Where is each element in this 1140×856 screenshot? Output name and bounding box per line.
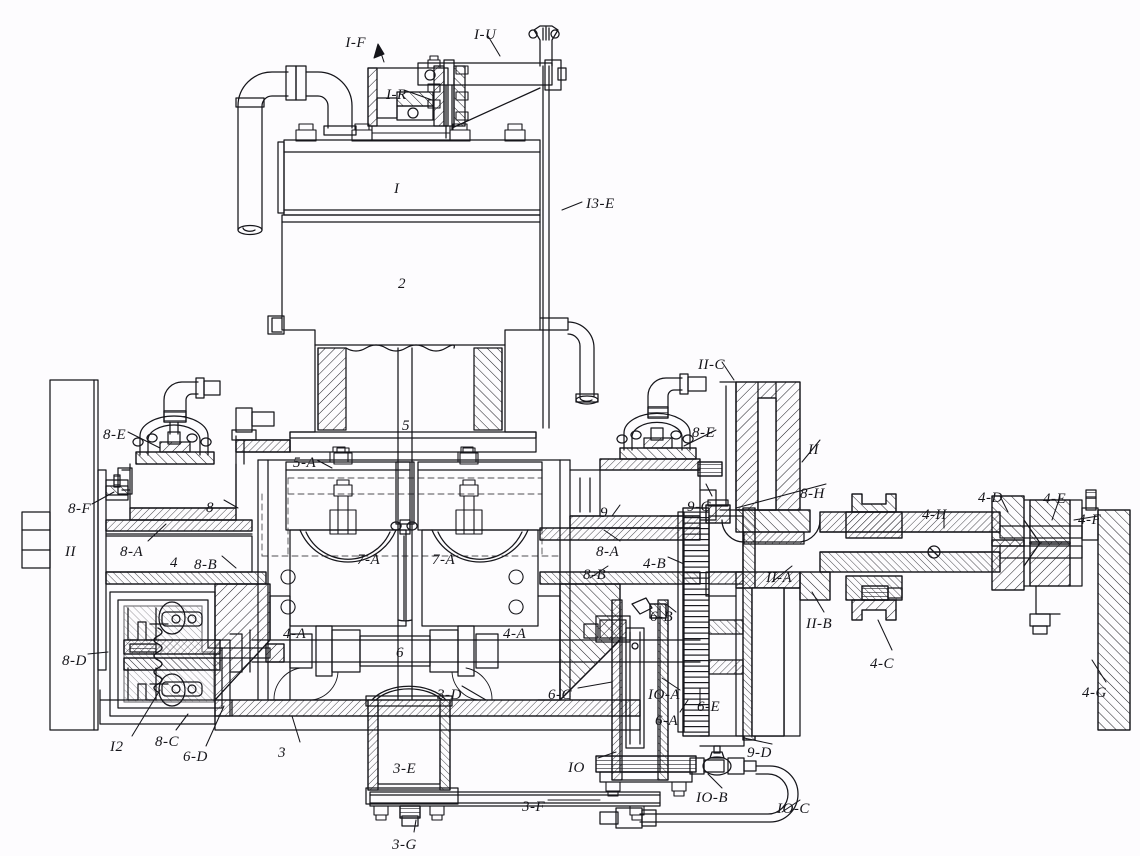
callout-label-3-f: 3-F <box>522 799 546 815</box>
mounting-plate-II <box>21 379 107 731</box>
callout-label-4-f: 4-F <box>1078 512 1102 528</box>
callout-label-5: 5 <box>402 418 410 434</box>
callout-label-4-h: 4-H <box>922 507 947 523</box>
callout-label-8-f: 8-F <box>68 501 92 517</box>
callout-label-8-e-right: 8-E <box>692 425 716 441</box>
callout-label-10-a: IO-A <box>648 687 680 703</box>
callout-label-1: I <box>394 181 400 197</box>
cylinder-block <box>257 447 571 701</box>
callout-label-11-c: II-C <box>698 357 725 373</box>
callout-label-6-a: 6-A <box>655 713 679 729</box>
callout-label-4-a-left: 4-A <box>283 626 307 642</box>
lift-rod-13E <box>542 65 550 429</box>
callout-label-6-c: 6-C <box>548 687 572 703</box>
callout-label-13-e: I3-E <box>586 196 615 212</box>
water-jacket-9 <box>569 469 701 529</box>
callout-label-8-a-right: 8-A <box>596 544 620 560</box>
callout-label-8-b-right: 8-B <box>583 567 607 583</box>
callout-label-8-c: 8-C <box>155 734 179 750</box>
callout-label-9-d: 9-D <box>747 745 772 761</box>
pump-casing-9D <box>699 735 745 747</box>
callout-label-8-e-left: 8-E <box>103 427 127 443</box>
callout-label-8: 8 <box>206 500 214 516</box>
callout-label-4: 4 <box>170 555 178 571</box>
inlet-pipe-assembly <box>235 65 357 236</box>
callout-label-4-e: 4-E <box>1043 491 1067 507</box>
callout-label-6-b: 6-B <box>650 609 674 625</box>
callout-label-3-d: 3-D <box>437 687 462 703</box>
callout-label-11-b: II-B <box>806 616 833 632</box>
callout-label-10-c: IO-C <box>777 801 810 817</box>
left-bearing-housing <box>105 377 285 717</box>
vertical-standard-II <box>705 381 831 737</box>
callout-label-1-f: I-F <box>345 35 366 51</box>
callout-label-12: I2 <box>110 739 124 755</box>
callout-label-11-engine: II <box>808 442 819 458</box>
callout-label-7-a-right: 7-A <box>432 552 456 568</box>
callout-label-1-u: I-U <box>474 27 497 43</box>
callout-label-8-a-left: 8-A <box>120 544 144 560</box>
callout-label-8-h: 8-H <box>800 486 825 502</box>
pump-assembly-10 <box>583 597 799 829</box>
crankshaft-6 <box>249 625 701 701</box>
support-column-5 <box>289 344 537 463</box>
callout-label-4-c: 4-C <box>870 656 894 672</box>
callout-label-4-g: 4-G <box>1082 685 1107 701</box>
callout-label-3-g: 3-G <box>392 837 417 853</box>
callout-label-11-a: II-A <box>766 570 793 586</box>
callout-label-8-b-left: 8-B <box>194 557 218 573</box>
receiver-head <box>277 123 541 216</box>
callout-label-3-e: 3-E <box>393 761 417 777</box>
callout-label-4-b: 4-B <box>643 556 667 572</box>
callout-label-8-d: 8-D <box>62 653 87 669</box>
callout-label-10: IO <box>568 760 585 776</box>
callout-label-3: 3 <box>278 745 286 761</box>
callout-label-1-r: I-R <box>386 87 407 103</box>
callout-label-5-a: 5-A <box>293 455 317 471</box>
drive-shaft-coupling <box>819 489 1131 731</box>
callout-label-11: II <box>65 544 76 560</box>
callout-label-10-b: IO-B <box>696 790 728 806</box>
leader-lines <box>87 35 1107 833</box>
callout-label-6-e: 6-E <box>697 699 721 715</box>
callout-label-6: 6 <box>396 645 404 661</box>
right-bearing-housing <box>599 373 723 521</box>
callout-label-7-a-left: 7-A <box>357 552 381 568</box>
callout-label-9: 9 <box>600 505 608 521</box>
main-gear-6A <box>677 507 756 741</box>
callout-label-4-a-right: 4-A <box>503 626 527 642</box>
callout-label-4-d: 4-D <box>978 490 1003 506</box>
rocker-arm-bracket <box>417 25 567 139</box>
callout-label-2: 2 <box>398 276 406 292</box>
callout-label-6-d: 6-D <box>183 749 208 765</box>
callout-label-9-c: 9-C <box>687 499 711 515</box>
